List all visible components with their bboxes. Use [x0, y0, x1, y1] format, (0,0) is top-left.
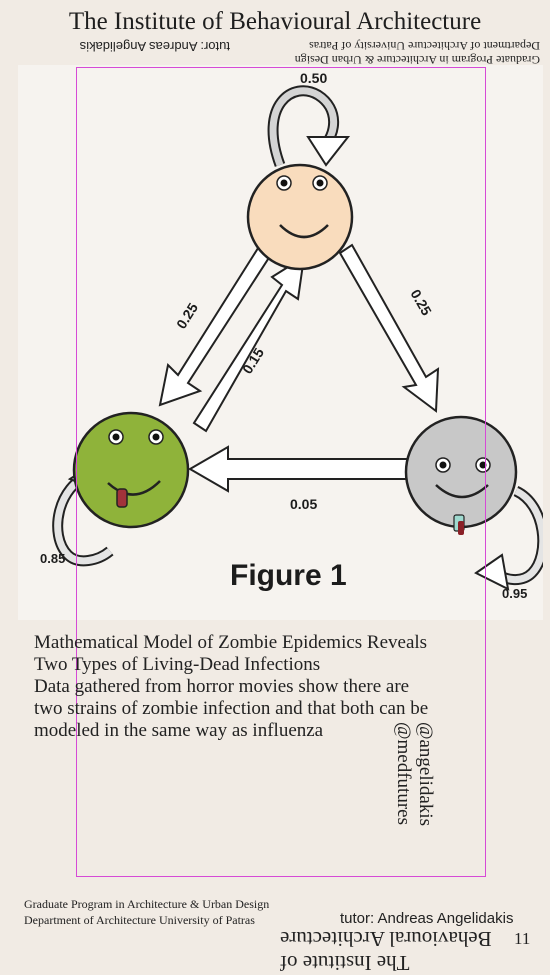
footer-tutor: tutor: Andreas Angelidakis — [340, 910, 514, 927]
arrow-removed-to-zombie — [188, 445, 411, 493]
state-transition-diagram: 0.50 0.25 0.15 0.25 0.05 0.85 0.95 — [40, 70, 549, 601]
social-handles: @angelidakis @medfutures — [346, 722, 436, 902]
caption-line: Mathematical Model of Zombie Epidemics R… — [34, 632, 428, 653]
label-zombie-self: 0.85 — [40, 551, 65, 566]
handle-medfutures[interactable]: @medfutures — [393, 722, 414, 825]
page-number: 11 — [514, 929, 531, 948]
arrow-zombie-to-human — [192, 255, 306, 433]
handle-angelidakis[interactable]: @angelidakis — [415, 722, 436, 827]
layout-frame — [76, 67, 486, 877]
caption-line: modeled in the same way as influenza — [34, 720, 324, 741]
diagram-panel: 0.50 0.25 0.15 0.25 0.05 0.85 0.95 — [18, 65, 549, 620]
footer-department: Department of Architecture University of… — [24, 913, 255, 927]
caption-line: two strains of zombie infection and that… — [34, 698, 429, 719]
footer-program: Graduate Program in Architecture & Urban… — [24, 897, 270, 911]
arrow-human-to-removed — [338, 243, 440, 413]
page-title: The Institute of Behavioural Architectur… — [68, 8, 482, 35]
caption-block: Mathematical Model of Zombie Epidemics R… — [34, 632, 474, 742]
footer-title-flipped: The Institute of Behavioural Architectur… — [280, 927, 492, 975]
figure-label: Figure 1 — [230, 559, 347, 592]
caption-line: Two Types of Living-Dead Infections — [34, 654, 321, 675]
caption-line: Data gathered from horror movies show th… — [34, 676, 410, 697]
label-removed-zombie: 0.05 — [290, 496, 317, 512]
label-removed-self: 0.95 — [502, 586, 527, 601]
label-human-self: 0.50 — [300, 70, 327, 86]
removed-face-icon — [404, 415, 518, 535]
zombie-face-icon — [72, 411, 190, 529]
self-loop-human — [267, 85, 351, 167]
self-loop-removed — [474, 486, 549, 591]
human-face-icon — [246, 163, 354, 271]
header-department-flipped: Department of Architecture University of… — [309, 39, 540, 53]
arrow-human-to-zombie — [158, 243, 274, 407]
header-tutor-flipped: tutor: Andreas Angelidakis — [79, 39, 230, 54]
